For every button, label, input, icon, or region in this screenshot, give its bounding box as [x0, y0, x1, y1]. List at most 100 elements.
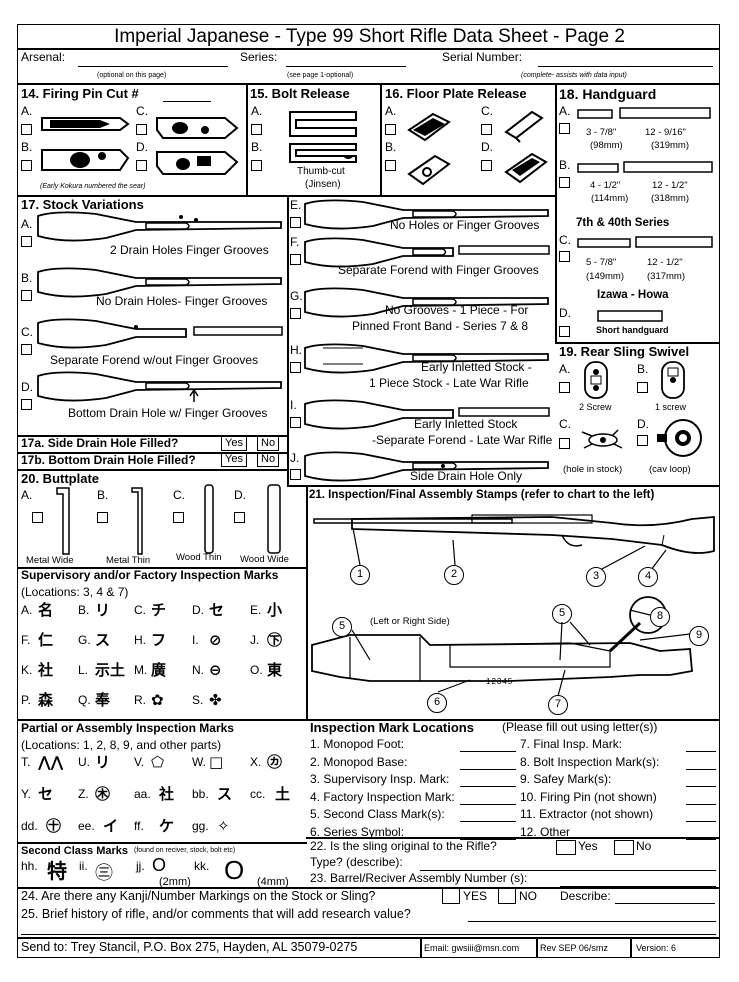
mark-label: D.: [192, 603, 204, 617]
swivel-b-checkbox[interactable]: [637, 382, 648, 393]
stock-c-checkbox[interactable]: [21, 344, 32, 355]
stock-e-checkbox[interactable]: [290, 217, 301, 228]
hg-a-checkbox[interactable]: [559, 123, 570, 134]
callout-8: 8: [650, 607, 670, 627]
fp-b-image: [41, 149, 130, 171]
q24-no-label: NO: [519, 889, 537, 903]
mark-glyph: 東: [267, 661, 283, 679]
mark-label: B.: [78, 603, 90, 617]
hg-a-image: [577, 107, 711, 119]
arsenal-field[interactable]: [78, 66, 228, 67]
location-answer-field[interactable]: [686, 803, 716, 805]
mark-glyph: ⋀⋀: [38, 753, 64, 771]
mark-glyph: 社: [38, 661, 54, 679]
hg-c-checkbox[interactable]: [559, 251, 570, 262]
fp-a-label: A.: [21, 104, 33, 118]
location-answer-field[interactable]: [686, 821, 716, 822]
fpr-c-label: C.: [481, 104, 493, 118]
fpr-d-image: [504, 152, 548, 184]
partial-locations: (Locations: 1, 2, 8, 9, and other parts): [21, 738, 222, 752]
stock-j-checkbox[interactable]: [290, 469, 301, 480]
location-answer-field[interactable]: [460, 786, 516, 787]
mark-glyph: ㋕: [267, 753, 283, 771]
stock-a-checkbox[interactable]: [21, 236, 32, 247]
fp-d-checkbox[interactable]: [136, 160, 147, 171]
mark-label: E.: [250, 603, 262, 617]
bp-b-checkbox[interactable]: [97, 512, 108, 523]
location-answer-field[interactable]: [686, 786, 716, 787]
swivel-b-label: B.: [637, 362, 649, 376]
swivel-a-checkbox[interactable]: [559, 382, 570, 393]
q22-type-field[interactable]: [420, 870, 716, 871]
br-b-checkbox[interactable]: [251, 160, 262, 171]
rifle-side-image: [313, 514, 715, 554]
callout-3: 3: [586, 567, 606, 587]
q17a-label: 17a. Side Drain Hole Filled?: [21, 436, 179, 450]
fp-b-checkbox[interactable]: [21, 160, 32, 171]
stock-b-checkbox[interactable]: [21, 290, 32, 301]
location-answer-field[interactable]: [460, 751, 516, 752]
stock-g-checkbox[interactable]: [290, 308, 301, 319]
send-to-address: Send to: Trey Stancil, P.O. Box 275, Hay…: [21, 940, 358, 954]
fp-a-checkbox[interactable]: [21, 124, 32, 135]
location-answer-field[interactable]: [460, 768, 516, 770]
q23-label: 23. Barrel/Reciver Assembly Number (s):: [310, 871, 528, 885]
mark-label: K.: [21, 663, 33, 677]
stock-g-caption2: Pinned Front Band - Series 7 & 8: [352, 319, 529, 333]
series-label: Series:: [240, 50, 278, 64]
q24-no-checkbox[interactable]: [498, 888, 516, 904]
q17a-no[interactable]: No: [257, 436, 280, 451]
hg-a-len2-mm: (319mm): [651, 140, 690, 151]
bp-c-checkbox[interactable]: [173, 512, 184, 523]
bp-d-checkbox[interactable]: [234, 512, 245, 523]
hg-b-checkbox[interactable]: [559, 177, 570, 188]
mark-label: Q.: [78, 693, 91, 707]
q25-field[interactable]: [468, 921, 716, 922]
q24-describe-field[interactable]: [615, 903, 715, 904]
location-item: 3. Supervisory Insp. Mark:: [310, 772, 450, 786]
swivel-d-checkbox[interactable]: [637, 435, 648, 446]
footer-email[interactable]: Email: gwsiii@msn.com: [424, 943, 520, 953]
location-answer-field[interactable]: [686, 751, 716, 752]
location-answer-field[interactable]: [460, 803, 516, 805]
stock-h-checkbox[interactable]: [290, 362, 301, 373]
stock-f-checkbox[interactable]: [290, 254, 301, 265]
q17b-no[interactable]: No: [257, 452, 280, 467]
br-b-caption1: Thumb-cut: [297, 166, 345, 177]
fpr-b-checkbox[interactable]: [385, 160, 396, 171]
hg-c-len1: 5 - 7/8": [586, 257, 617, 268]
q17b-yes[interactable]: Yes: [221, 452, 247, 467]
mark-label: J.: [250, 633, 260, 647]
fpr-a-label: A.: [385, 104, 397, 118]
q22-yes-checkbox[interactable]: [556, 840, 576, 855]
bp-a-checkbox[interactable]: [32, 512, 43, 523]
fpr-d-checkbox[interactable]: [481, 160, 492, 171]
series-field[interactable]: [286, 66, 406, 67]
serial-field[interactable]: [538, 66, 713, 67]
q25-field-line2[interactable]: [21, 934, 716, 935]
location-answer-field[interactable]: [686, 768, 716, 770]
stock-d-checkbox[interactable]: [21, 399, 32, 410]
q23-field[interactable]: [560, 886, 716, 887]
swivel-c-checkbox[interactable]: [559, 438, 570, 449]
q24-yes-checkbox[interactable]: [442, 888, 460, 904]
br-a-checkbox[interactable]: [251, 124, 262, 135]
location-answer-field[interactable]: [460, 838, 516, 840]
location-item: 10. Firing Pin (not shown): [520, 789, 657, 804]
fpr-a-checkbox[interactable]: [385, 124, 396, 135]
location-answer-field[interactable]: [460, 821, 516, 822]
mark-label: gg.: [192, 819, 209, 833]
hg-c-len2: 12 - 1/2": [647, 257, 683, 268]
hg-d-checkbox[interactable]: [559, 326, 570, 337]
fpr-b-label: B.: [385, 140, 397, 154]
stock-i-checkbox[interactable]: [290, 417, 301, 428]
stock-d-caption: Bottom Drain Hole w/ Finger Grooves: [68, 406, 268, 420]
fp-c-checkbox[interactable]: [136, 124, 147, 135]
q17a-yes[interactable]: Yes: [221, 436, 247, 451]
q22-no-checkbox[interactable]: [614, 840, 634, 855]
hg-a-label: A.: [559, 104, 571, 118]
mark-label: V.: [134, 755, 145, 769]
location-answer-field[interactable]: [686, 838, 716, 840]
fpr-c-checkbox[interactable]: [481, 124, 492, 135]
mark-jj-glyph: O: [152, 855, 167, 875]
